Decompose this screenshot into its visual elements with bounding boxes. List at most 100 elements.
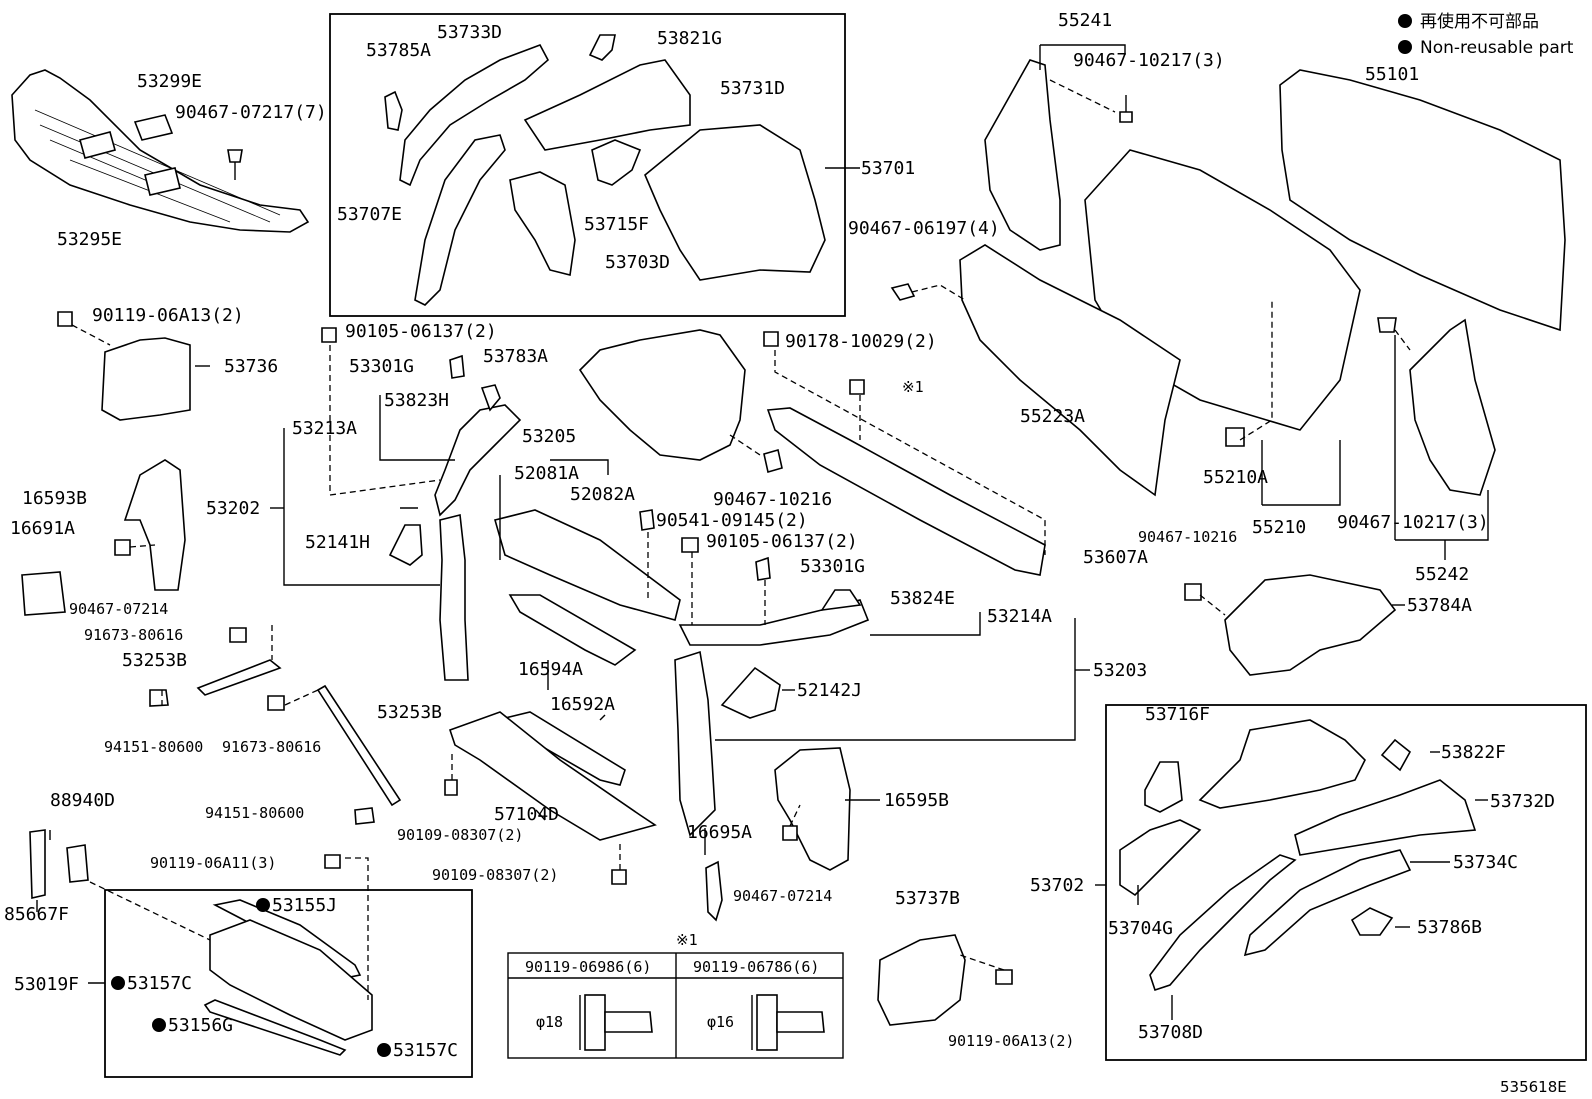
part-53731D-shape [523,59,691,151]
part-53701-apron-shape [644,124,826,281]
label-53737B: 53737B [895,888,960,909]
label-53156G: 53156G [168,1015,233,1036]
part-16593B-shape [123,459,186,591]
label-53707E: 53707E [337,204,402,225]
label-53253B-a: 53253B [122,650,187,671]
part-53785A-shape [384,90,403,131]
table-note-mark: ※1 [676,931,698,949]
part-16695A-shape [705,860,723,922]
label-53205: 53205 [522,426,576,447]
part-53708D-shape [1149,854,1297,992]
label-53155J: 53155J [272,895,337,916]
label-53157C-a: 53157C [127,973,192,994]
part-53301G-a-shape [449,354,465,379]
clip-90467-10216-b-shape [1184,583,1202,601]
label-90467-07214-b: 90467-07214 [733,887,832,905]
label-53253B-b: 53253B [377,702,442,723]
label-53824E: 53824E [890,588,955,609]
part-90109-08307-b-shape [611,869,627,885]
label-53784A: 53784A [1407,595,1472,616]
label-90105-06137-2-b: 90105-06137(2) [706,531,858,552]
part-53203-pillar-shape [674,650,716,837]
part-16594A-shape [508,594,637,666]
part-90119-06A13-b-shape [995,969,1013,985]
label-90178-10029-2: 90178-10029(2) [785,331,937,352]
label-53202: 53202 [206,498,260,519]
part-90467-10216-a-shape [763,448,783,474]
table-col1-diameter: φ18 [536,1013,563,1031]
figure-code: 535618E [1500,1078,1567,1096]
part-53784A-shape [1224,574,1397,676]
label-53821G: 53821G [657,28,722,49]
label-90467-07217-7: 90467-07217(7) [175,102,327,123]
label-53732D: 53732D [1490,791,1555,812]
label-53783A: 53783A [483,346,548,367]
label-52082A: 52082A [570,484,635,505]
part-53253B-a-shape [196,659,282,696]
part-52142J-shape [720,666,781,719]
part-53786B-shape [1350,907,1394,936]
part-53607A-shape [766,407,1046,576]
clip-90467-07217-shape [227,149,243,180]
label-53786B: 53786B [1417,917,1482,938]
label-16691A: 16691A [10,518,75,539]
group-box-53702 [1105,704,1587,1061]
clip-drawing-16 [751,994,825,1051]
label-53703D: 53703D [605,252,670,273]
part-91673-80616-b-shape [267,695,285,711]
part-90178-10029-shape [763,331,779,347]
legend: 再使用不可部品 Non-reusable part [1398,11,1574,58]
part-55101-shape [1279,69,1566,332]
label-16593B: 16593B [22,488,87,509]
part-90105-06137-a-shape [321,327,337,343]
part-53823H-shape [480,384,501,412]
label-16594A: 16594A [518,659,583,680]
part-53205-shape [494,509,681,621]
label-53731D: 53731D [720,78,785,99]
label-90467-10216-b: 90467-10216 [1138,528,1237,546]
label-52141H: 52141H [305,532,370,553]
part-note1-bolt-shape [849,379,865,395]
label-90119-06A13-2-a: 90119-06A13(2) [92,305,244,326]
label-53213A: 53213A [292,418,357,439]
part-53715F-shape [591,139,642,186]
label-53823H: 53823H [384,390,449,411]
part-90467-07214-b-shape [782,825,798,841]
part-53703D-shape [509,171,576,276]
part-53707E-shape [414,134,506,306]
table-col1-part: 90119-06986(6) [525,958,651,976]
part-90119-06A11-shape [324,854,341,869]
label-53203: 53203 [1093,660,1147,681]
label-55242: 55242 [1415,564,1469,585]
part-53156G-shape [203,999,347,1056]
label-53822F: 53822F [1441,742,1506,763]
part-55223A-shape [959,244,1181,497]
part-53253B-b-shape [316,684,402,807]
label-55101: 55101 [1365,64,1419,85]
label-55210: 55210 [1252,517,1306,538]
label-53607A: 53607A [1083,547,1148,568]
part-53299E-shape [133,114,174,141]
part-53301G-b-shape [755,556,771,581]
group-box-53701 [329,13,846,317]
fastener-table: ※1 90119-06986(6) 90119-06786(6) φ18 φ16 [507,931,844,1059]
label-55210A: 55210A [1203,467,1268,488]
clip-90467-06197-shape [890,283,916,301]
labels: 53299E 90467-07217(7) 53295E 53785A 5373… [4,10,1555,1061]
label-53301G-b: 53301G [800,556,865,577]
dashed-lines [71,79,1411,1000]
label-52081A: 52081A [514,463,579,484]
part-55241-shape [984,59,1061,251]
label-91673-80616-a: 91673-80616 [84,626,183,644]
bolt-90467-10217-a-shape [1119,95,1133,123]
part-53733D-shape [399,44,550,187]
part-53019F-shape [209,919,373,1041]
label-53716F: 53716F [1145,704,1210,725]
label-53701: 53701 [861,158,915,179]
label-57104D: 57104D [494,804,559,825]
label-90105-06137-2-a: 90105-06137(2) [345,321,497,342]
table-col2-part: 90119-06786(6) [693,958,819,976]
part-94151-80600-a-shape [149,689,169,707]
part-88940D-shape [66,844,89,883]
